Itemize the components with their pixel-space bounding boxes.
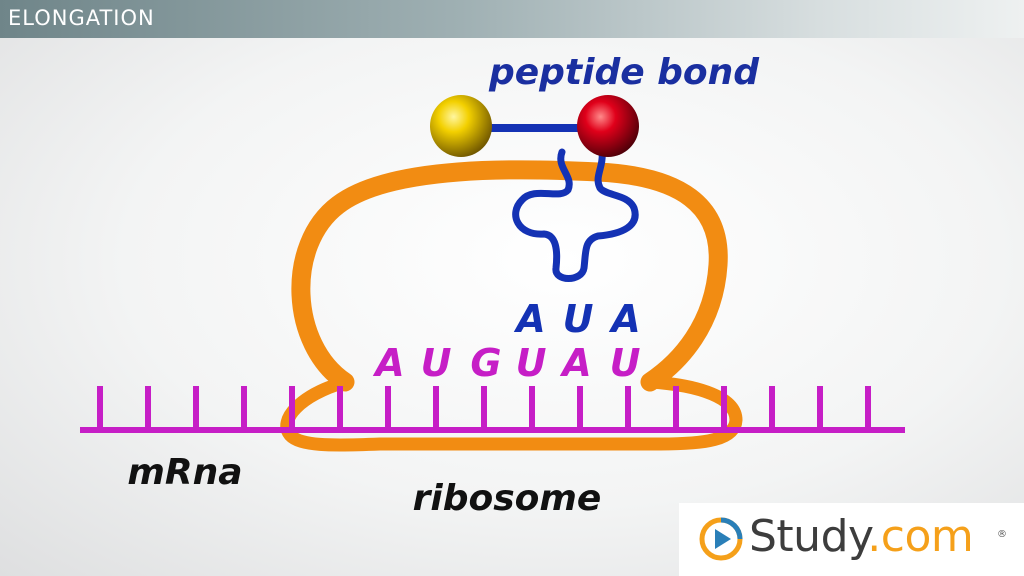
codon-base: U — [421, 341, 452, 385]
registered-mark: ® — [997, 529, 1007, 540]
codon-base: G — [470, 341, 501, 385]
logo-text: Study.com — [749, 511, 974, 562]
codon-base: U — [610, 341, 641, 385]
codon-base: U — [516, 341, 547, 385]
ribosome-outline — [291, 160, 728, 392]
anticodon: A U A — [513, 297, 640, 341]
mrna-ticks — [97, 386, 871, 430]
mrna-label: mRna — [127, 452, 242, 493]
amino-acid-yellow — [430, 95, 492, 157]
play-icon — [699, 517, 743, 561]
mrna-strand — [80, 386, 905, 433]
ribosome-small-subunit — [280, 375, 743, 452]
anticodon-base: A — [608, 297, 640, 341]
study-logo: Study.com ® — [679, 503, 1024, 576]
logo-suffix: .com — [867, 511, 974, 562]
anticodon-base: A — [513, 297, 545, 341]
ribosome-label: ribosome — [413, 478, 602, 519]
mrna-codons: A U G U A U — [372, 341, 640, 385]
logo-brand: Study — [749, 511, 868, 562]
codon-base: A — [372, 341, 404, 385]
title-bar: ELONGATION — [0, 0, 1024, 38]
codon-base: A — [559, 341, 591, 385]
slide-title: ELONGATION — [8, 6, 155, 30]
trna-strand — [512, 146, 639, 282]
amino-acid-red — [577, 95, 639, 157]
anticodon-base: U — [563, 297, 594, 341]
peptide-bond-label: peptide bond — [488, 52, 760, 93]
